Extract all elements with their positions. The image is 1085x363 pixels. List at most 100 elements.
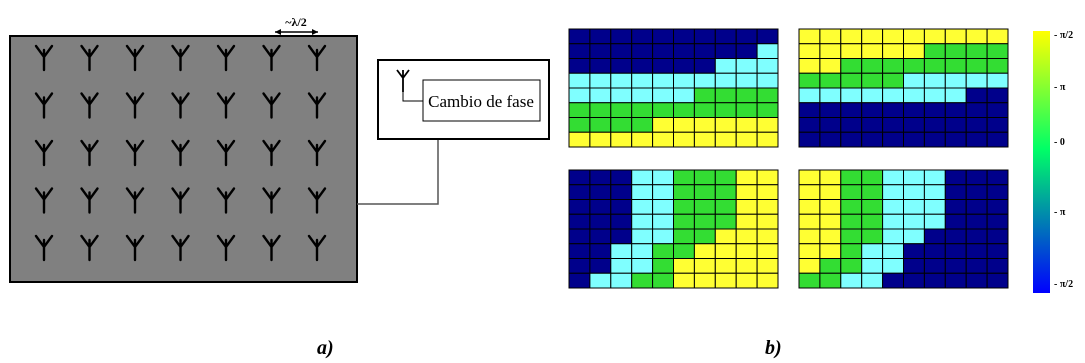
grid-cell xyxy=(693,169,716,186)
grid-cell xyxy=(756,272,779,289)
grid-cell xyxy=(882,243,904,259)
grid-cell xyxy=(589,213,612,230)
grid-cell xyxy=(944,213,967,230)
grid-cell xyxy=(840,117,863,133)
grid-cell xyxy=(923,228,946,245)
grid-cell xyxy=(693,228,716,245)
grid-cell xyxy=(840,72,863,89)
grid-cell xyxy=(903,43,925,59)
grid-cell xyxy=(735,258,758,274)
grid-cell xyxy=(631,28,654,45)
grid-cell xyxy=(965,28,988,45)
grid-cell xyxy=(861,199,884,215)
grid-cell xyxy=(923,213,946,230)
grid-cell xyxy=(735,102,758,118)
grid-cell xyxy=(693,87,716,104)
grid-cell xyxy=(735,28,758,45)
grid-cell xyxy=(944,272,967,289)
grid-cell xyxy=(882,169,904,186)
grid-cell xyxy=(673,58,695,74)
antenna-icon xyxy=(216,234,236,262)
grid-cell xyxy=(673,169,695,186)
grid-cell xyxy=(882,272,904,289)
grid-cell xyxy=(882,58,904,74)
grid-cell xyxy=(631,87,654,104)
grid-cell xyxy=(568,87,591,104)
grid-cell xyxy=(568,72,591,89)
grid-cell xyxy=(756,58,779,74)
grid-cell xyxy=(652,102,674,118)
antenna-icon xyxy=(307,92,327,119)
grid-cell xyxy=(631,72,654,89)
antenna-icon xyxy=(80,234,99,262)
spacing-label: ~λ/2 xyxy=(285,15,306,29)
grid-cell xyxy=(861,272,884,289)
grid-cell xyxy=(923,169,946,186)
grid-cell xyxy=(631,58,654,74)
module-feed-line xyxy=(402,92,423,102)
grid-cell xyxy=(819,213,842,230)
grid-cell xyxy=(923,243,946,259)
grid-cell xyxy=(840,243,863,259)
grid-cell xyxy=(840,169,863,186)
grid-cell xyxy=(819,72,842,89)
grid-cell xyxy=(735,131,758,148)
grid-cell xyxy=(798,72,821,89)
grid-cell xyxy=(819,228,842,245)
grid-cell xyxy=(903,169,925,186)
grid-cell xyxy=(673,243,695,259)
phase-grid-3 xyxy=(568,169,779,289)
grid-cell xyxy=(798,28,821,45)
grid-cell xyxy=(986,243,1009,259)
grid-cell xyxy=(840,43,863,59)
grid-cell xyxy=(756,184,779,200)
antenna-icon xyxy=(262,234,281,262)
grid-cell xyxy=(840,131,863,148)
colorbar-label-4: - π xyxy=(1054,207,1066,218)
grid-cell xyxy=(568,228,591,245)
grid-cell xyxy=(610,58,633,74)
grid-cell xyxy=(903,28,925,45)
grid-cell xyxy=(903,258,925,274)
grid-cell xyxy=(944,258,967,274)
grid-cell xyxy=(861,258,884,274)
grid-cell xyxy=(568,169,591,186)
antenna-icon xyxy=(216,44,236,72)
grid-cell xyxy=(652,58,674,74)
phase-grid-1 xyxy=(568,28,779,148)
grid-cell xyxy=(965,169,988,186)
grid-cell xyxy=(923,43,946,59)
grid-cell xyxy=(986,43,1009,59)
antenna-icon xyxy=(171,92,190,119)
arrow-right-icon xyxy=(312,29,318,35)
grid-cell xyxy=(986,272,1009,289)
grid-cell xyxy=(589,117,612,133)
grid-cell xyxy=(923,272,946,289)
grid-cell xyxy=(819,131,842,148)
grid-cell xyxy=(568,258,591,274)
grid-cell xyxy=(861,184,884,200)
grid-cell xyxy=(756,117,779,133)
grid-cell xyxy=(756,131,779,148)
grid-cell xyxy=(798,87,821,104)
grid-cell xyxy=(903,102,925,118)
antenna-icon xyxy=(125,139,145,167)
grid-cell xyxy=(965,199,988,215)
grid-cell xyxy=(714,272,737,289)
grid-cell xyxy=(589,102,612,118)
grid-cell xyxy=(882,102,904,118)
grid-cell xyxy=(923,72,946,89)
arrow-left-icon xyxy=(275,29,281,35)
grid-cell xyxy=(819,258,842,274)
grid-cell xyxy=(986,199,1009,215)
phase-shift-module: Cambio de fase xyxy=(377,59,550,140)
grid-cell xyxy=(714,102,737,118)
grid-cell xyxy=(798,213,821,230)
grid-cell xyxy=(589,199,612,215)
grid-cell xyxy=(819,169,842,186)
grid-cell xyxy=(673,228,695,245)
grid-cell xyxy=(652,243,674,259)
grid-cell xyxy=(714,184,737,200)
antenna-icon xyxy=(396,69,410,92)
